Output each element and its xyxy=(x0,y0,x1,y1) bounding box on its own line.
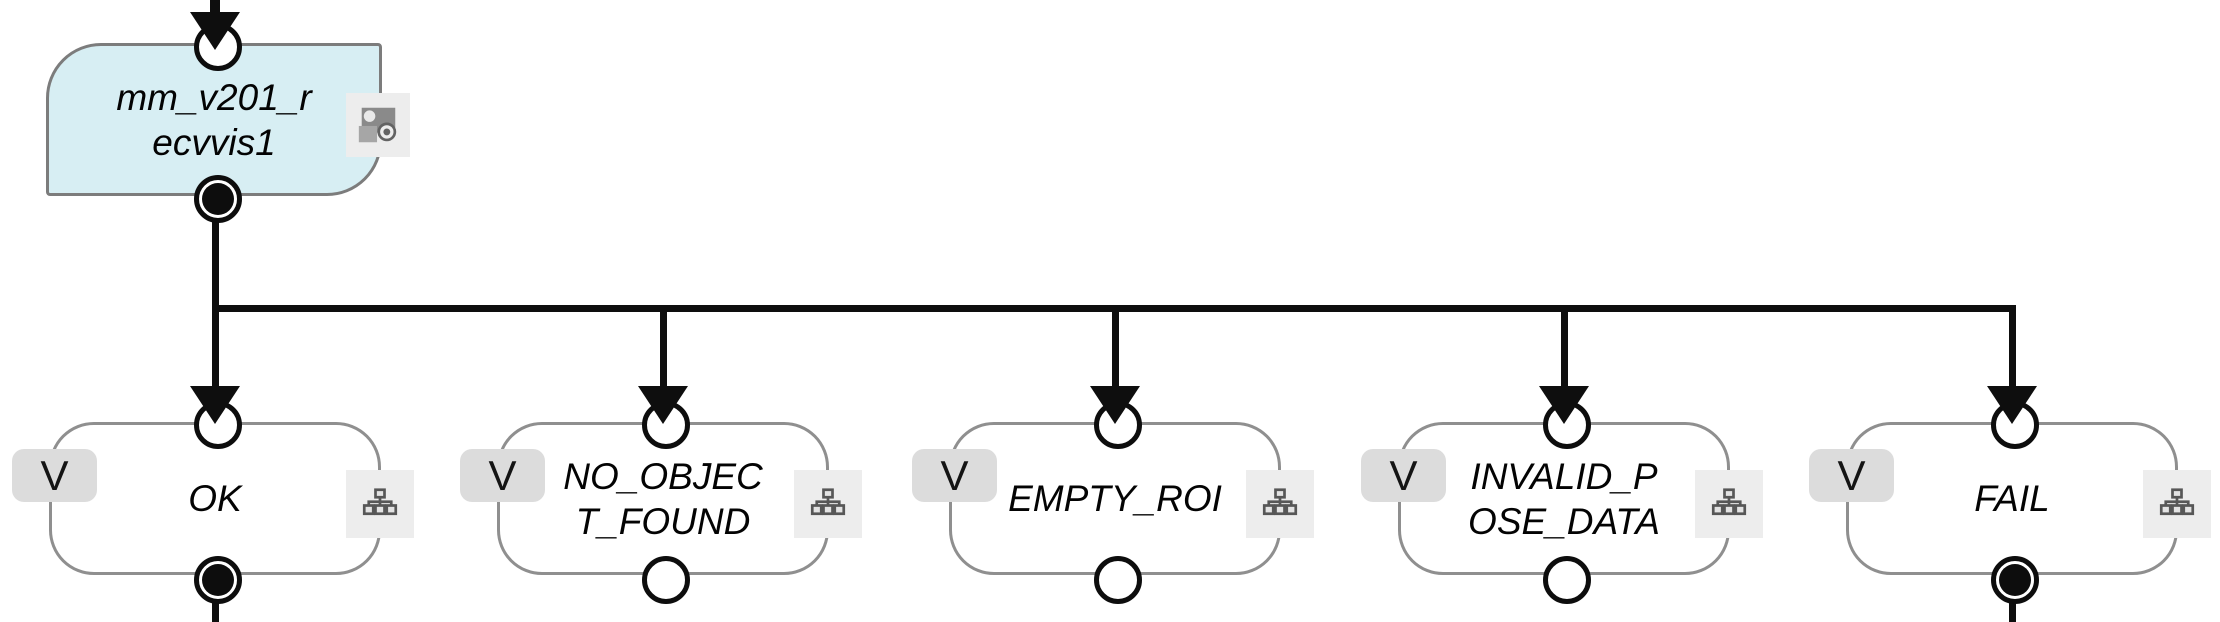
edge-ok-continue xyxy=(212,597,219,622)
node-label-line1: mm_v201_r xyxy=(116,76,312,118)
node-invalid-pose-data[interactable]: V INVALID_P OSE_DATA xyxy=(1361,401,1763,604)
node-label-line1: EMPTY_ROI xyxy=(1008,478,1222,519)
edge-root-exit xyxy=(212,196,219,308)
node-label-line2: OSE_DATA xyxy=(1468,500,1660,542)
arrow-into-root-icon xyxy=(190,12,240,50)
node-no-object-found[interactable]: V NO_OBJEC T_FOUND xyxy=(460,401,862,604)
node-label-line2: ecvvis1 xyxy=(152,121,276,163)
edge-drop-fail xyxy=(2009,305,2016,390)
v-badge: V xyxy=(12,449,97,502)
node-label: EMPTY_ROI xyxy=(952,425,1278,572)
output-port[interactable] xyxy=(194,556,242,604)
node-label-line1: FAIL xyxy=(1974,478,2050,519)
arrow-into-no-object-found-icon xyxy=(638,386,688,424)
arrow-into-invalid-pose-data-icon xyxy=(1539,386,1589,424)
node-mm-v201-recvvis1[interactable]: mm_v201_r ecvvis1 xyxy=(46,23,410,223)
edge-fail-continue xyxy=(2009,597,2016,622)
node-label: NO_OBJEC T_FOUND xyxy=(500,425,826,572)
output-port[interactable] xyxy=(1543,556,1591,604)
subprogram-tree-icon xyxy=(2143,470,2211,538)
arrow-into-empty-roi-icon xyxy=(1090,386,1140,424)
node-label: mm_v201_r ecvvis1 xyxy=(49,46,379,193)
v-badge: V xyxy=(460,449,545,502)
edge-drop-empty-roi xyxy=(1112,305,1119,390)
node-label-line1: NO_OBJEC xyxy=(563,455,763,497)
output-port[interactable] xyxy=(194,175,242,223)
subprogram-tree-icon xyxy=(1246,470,1314,538)
node-fail[interactable]: V FAIL xyxy=(1809,401,2211,604)
output-port[interactable] xyxy=(1094,556,1142,604)
v-badge: V xyxy=(1361,449,1446,502)
edge-drop-invalid-pose-data xyxy=(1561,305,1568,390)
edge-incoming xyxy=(210,0,220,18)
vision-program-icon xyxy=(346,93,410,157)
v-badge: V xyxy=(912,449,997,502)
node-label-line2: T_FOUND xyxy=(575,500,751,542)
output-port[interactable] xyxy=(642,556,690,604)
output-port[interactable] xyxy=(1991,556,2039,604)
subprogram-tree-icon xyxy=(1695,470,1763,538)
arrow-into-fail-icon xyxy=(1987,386,2037,424)
edge-drop-no-object-found xyxy=(660,305,667,390)
node-ok[interactable]: V OK xyxy=(12,401,414,604)
node-label-line1: INVALID_P xyxy=(1470,455,1658,497)
node-empty-roi[interactable]: V EMPTY_ROI xyxy=(912,401,1314,604)
subprogram-tree-icon xyxy=(794,470,862,538)
node-label: INVALID_P OSE_DATA xyxy=(1401,425,1727,572)
node-label: OK xyxy=(52,425,378,572)
node-label: FAIL xyxy=(1849,425,2175,572)
v-badge: V xyxy=(1809,449,1894,502)
edge-drop-ok xyxy=(212,305,219,390)
arrow-into-ok-icon xyxy=(190,386,240,424)
node-label-line1: OK xyxy=(188,478,242,519)
subprogram-tree-icon xyxy=(346,470,414,538)
